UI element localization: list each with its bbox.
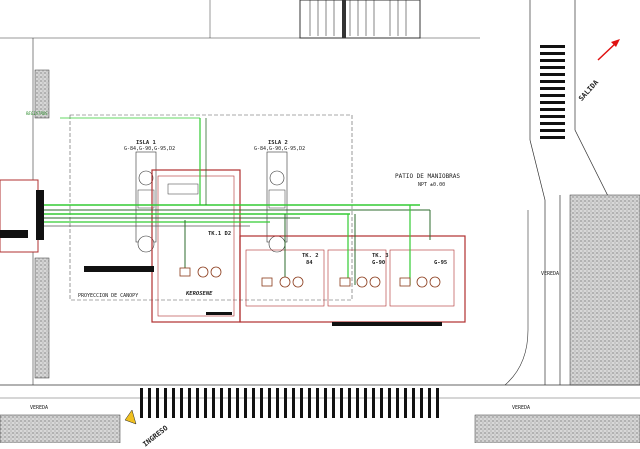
registros-label: REGISTROS	[26, 111, 48, 116]
tank-3-name: TK. 3	[372, 253, 389, 259]
island-2-name: ISLA 2	[268, 140, 288, 146]
canopy-projection	[69, 114, 353, 301]
sidewalk-bottom-left-label: VEREDA	[30, 405, 49, 411]
left-block	[0, 179, 154, 272]
sidewalk-right-label: VEREDA	[541, 271, 560, 277]
tank-symbols	[179, 266, 441, 288]
tank-2-code: 84	[306, 260, 313, 266]
entry-arrow	[124, 409, 137, 425]
patio-label: PATIO DE MANIOBRAS	[395, 173, 461, 180]
right-sidewalk	[504, 0, 640, 386]
island-1-codes: G-84,G-90,G-95,D2	[124, 146, 176, 152]
left-gravel	[32, 38, 50, 385]
tank-2-name: TK. 2	[302, 253, 319, 259]
piping	[40, 117, 431, 285]
top-building	[0, 0, 480, 39]
canopy-label: PROYECCION DE CANOPY	[78, 293, 139, 299]
island-1	[135, 151, 157, 253]
bottom-street	[0, 384, 640, 443]
tank-4-code: G-95	[434, 260, 448, 266]
tank-1-code: TK.1 D2	[208, 231, 232, 237]
tank-kerosene: KEROSENE	[186, 291, 213, 297]
tank-area	[151, 169, 466, 323]
sidewalk-bottom-right-label: VEREDA	[512, 405, 531, 411]
island-2	[266, 151, 288, 253]
exit-arrow	[597, 39, 620, 61]
island-2-codes: G-84,G-90,G-95,D2	[254, 146, 306, 152]
top-right-crosswalk	[540, 45, 565, 139]
tank-3-code: G-90	[372, 260, 386, 266]
patio-level: NPT ±0.00	[418, 182, 446, 188]
island-1-name: ISLA 1	[136, 140, 156, 146]
